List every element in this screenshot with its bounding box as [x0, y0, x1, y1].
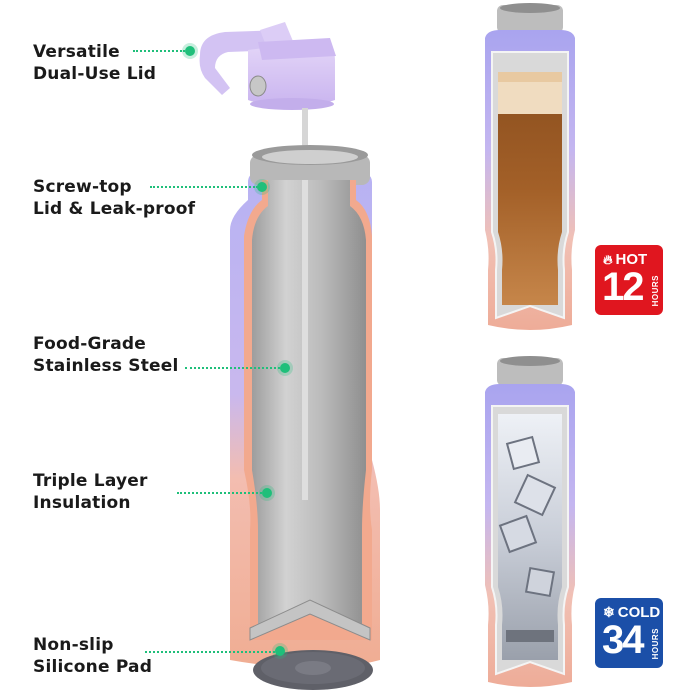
- snowflake-icon: ❄: [603, 604, 615, 620]
- callout-dot-steel: [280, 363, 290, 373]
- bottle-body-cutaway: [230, 145, 380, 668]
- feature-label-pad: Non-slip Silicone Pad: [33, 635, 153, 677]
- feature-label-lid: Versatile Dual-Use Lid: [33, 42, 157, 84]
- leader-line-screw-top: [150, 186, 258, 188]
- feature-label-screw-top: Screw-top Lid & Leak-proof: [33, 177, 196, 219]
- callout-dot-lid: [185, 46, 195, 56]
- cold-duration-badge: ❄ COLD 34 HOURS: [595, 598, 663, 668]
- hot-duration-badge: 🔥︎ HOT 12 HOURS: [595, 245, 663, 315]
- dual-use-lid: [199, 22, 336, 110]
- callout-dot-screw-top: [257, 182, 267, 192]
- feature-label-steel: Food-Grade Stainless Steel: [33, 334, 179, 376]
- cold-bottle-ice: [485, 356, 575, 687]
- leader-line-pad: [145, 651, 275, 653]
- callout-dot-insulation: [262, 488, 272, 498]
- hot-bottle-coffee: [485, 3, 575, 330]
- silicone-pad: [253, 650, 373, 690]
- feature-label-insulation: Triple Layer Insulation: [33, 471, 148, 513]
- flame-icon: 🔥︎: [603, 251, 613, 267]
- leader-line-insulation: [177, 492, 262, 494]
- leader-line-steel: [185, 367, 280, 369]
- callout-dot-pad: [275, 646, 285, 656]
- leader-line-lid: [133, 50, 185, 52]
